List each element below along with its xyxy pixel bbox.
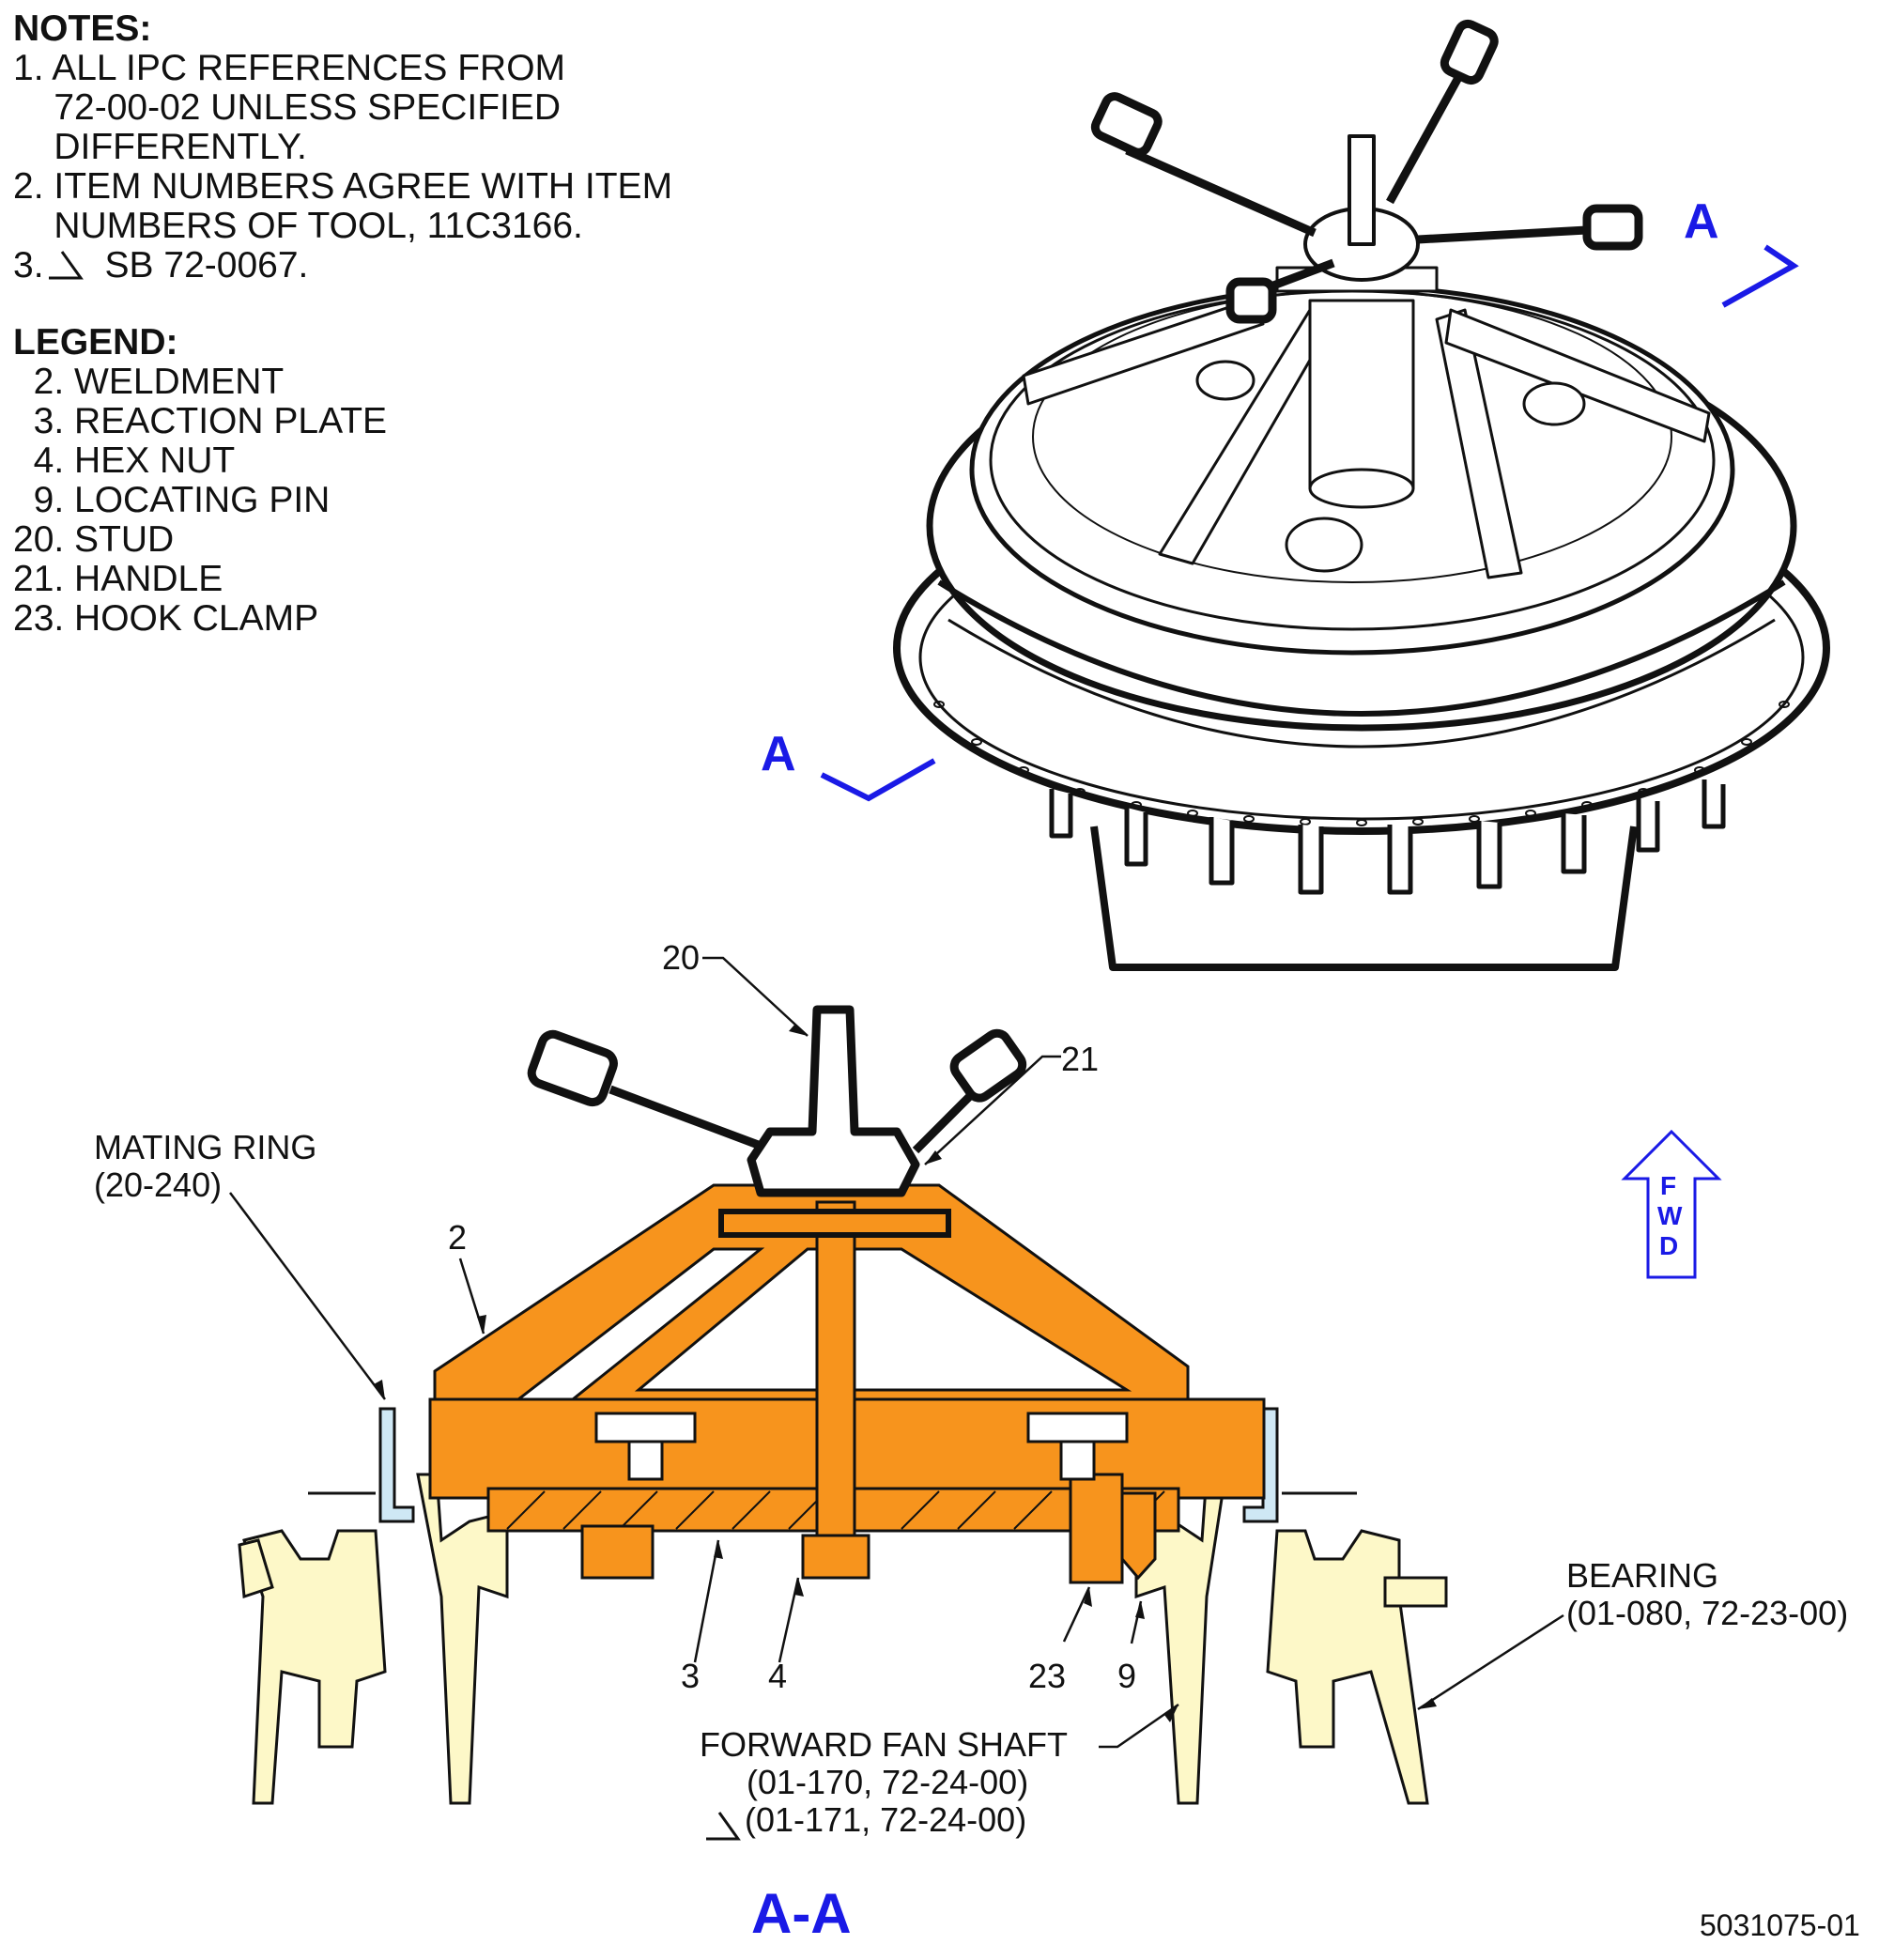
- handle-assembly: [527, 1005, 1027, 1197]
- figure-id: 5031075-01: [1700, 1908, 1860, 1942]
- fwd-letter-f: F: [1660, 1171, 1677, 1200]
- reaction-plate-top: [718, 1209, 951, 1238]
- callout-hex-nut: 4: [768, 1657, 788, 1695]
- callout-mating-ring: MATING RING (20-240): [94, 1128, 317, 1204]
- leader-lines: [229, 956, 1564, 1749]
- callout-fan-shaft-line1: FORWARD FAN SHAFT: [700, 1725, 1069, 1764]
- legend-item-stud: 20. STUD: [13, 519, 175, 560]
- legend-item-hex-nut: 4. HEX NUT: [13, 440, 236, 481]
- note-line-5: NUMBERS OF TOOL, 11C3166.: [13, 206, 583, 246]
- callout-fan-shaft-line2: (01-170, 72-24-00): [747, 1763, 1029, 1801]
- callout-bearing: BEARING (01-080, 72-23-00): [1566, 1556, 1849, 1632]
- service-bulletin-triangle-icon: [706, 1812, 741, 1841]
- view-title: A-A: [751, 1882, 852, 1945]
- legend-item-locating-pin: 9. LOCATING PIN: [13, 480, 331, 520]
- callout-weldment: 2: [448, 1218, 468, 1257]
- legend-item-handle: 21. HANDLE: [13, 559, 223, 599]
- weldment-spokes: [1022, 266, 1711, 579]
- note-line-6: 3. SB 72-0067.: [13, 245, 309, 286]
- legend-item-hook-clamp: 23. HOOK CLAMP: [13, 598, 319, 639]
- tool-assembly: [428, 1183, 1266, 1584]
- service-bulletin-triangle-icon: [49, 251, 84, 280]
- hook-tabs: [1049, 779, 1726, 895]
- callout-reaction-plate: 3: [681, 1657, 701, 1695]
- callout-hook-clamp: 23: [1028, 1657, 1067, 1695]
- engine-structure: [238, 1473, 1448, 1805]
- notes-title: NOTES:: [13, 8, 152, 49]
- hex-nut: [801, 1534, 870, 1580]
- note-line-4: 2. ITEM NUMBERS AGREE WITH ITEM: [13, 166, 673, 207]
- note-line-2: 72-00-02 UNLESS SPECIFIED: [13, 87, 562, 128]
- legend-item-reaction-plate: 3. REACTION PLATE: [13, 401, 388, 441]
- callout-stud: 20: [662, 938, 701, 977]
- fwd-arrow-icon: [1621, 1129, 1722, 1279]
- callout-fan-shaft-line3: (01-171, 72-24-00): [745, 1800, 1027, 1839]
- note-line-1: 1. ALL IPC REFERENCES FROM: [13, 48, 566, 88]
- clamp-hardware: [594, 1412, 1129, 1481]
- callout-locating-pin: 9: [1117, 1657, 1137, 1695]
- leader-arrowheads: [374, 1024, 1437, 1722]
- locating-pin: [1120, 1491, 1157, 1581]
- legend-item-weldment: 2. WELDMENT: [13, 362, 285, 402]
- stud: [815, 1200, 856, 1547]
- section-marker-label-lower: A: [761, 727, 796, 781]
- legend-title: LEGEND:: [13, 322, 178, 363]
- callout-handle: 21: [1061, 1040, 1100, 1078]
- handles: [1090, 19, 1643, 324]
- fwd-letter-w: W: [1657, 1201, 1683, 1230]
- hook-clamp-left: [580, 1524, 655, 1580]
- hook-clamp-right: [1069, 1473, 1124, 1584]
- fwd-letter-d: D: [1659, 1231, 1679, 1260]
- note-line-3: DIFFERENTLY.: [13, 127, 307, 167]
- section-marker-lower: [820, 758, 936, 802]
- isometric-view: [893, 19, 1830, 971]
- flange-bolt-holes: [933, 701, 1790, 826]
- section-marker-upper: [1721, 244, 1799, 308]
- section-marker-label-upper: A: [1684, 194, 1719, 249]
